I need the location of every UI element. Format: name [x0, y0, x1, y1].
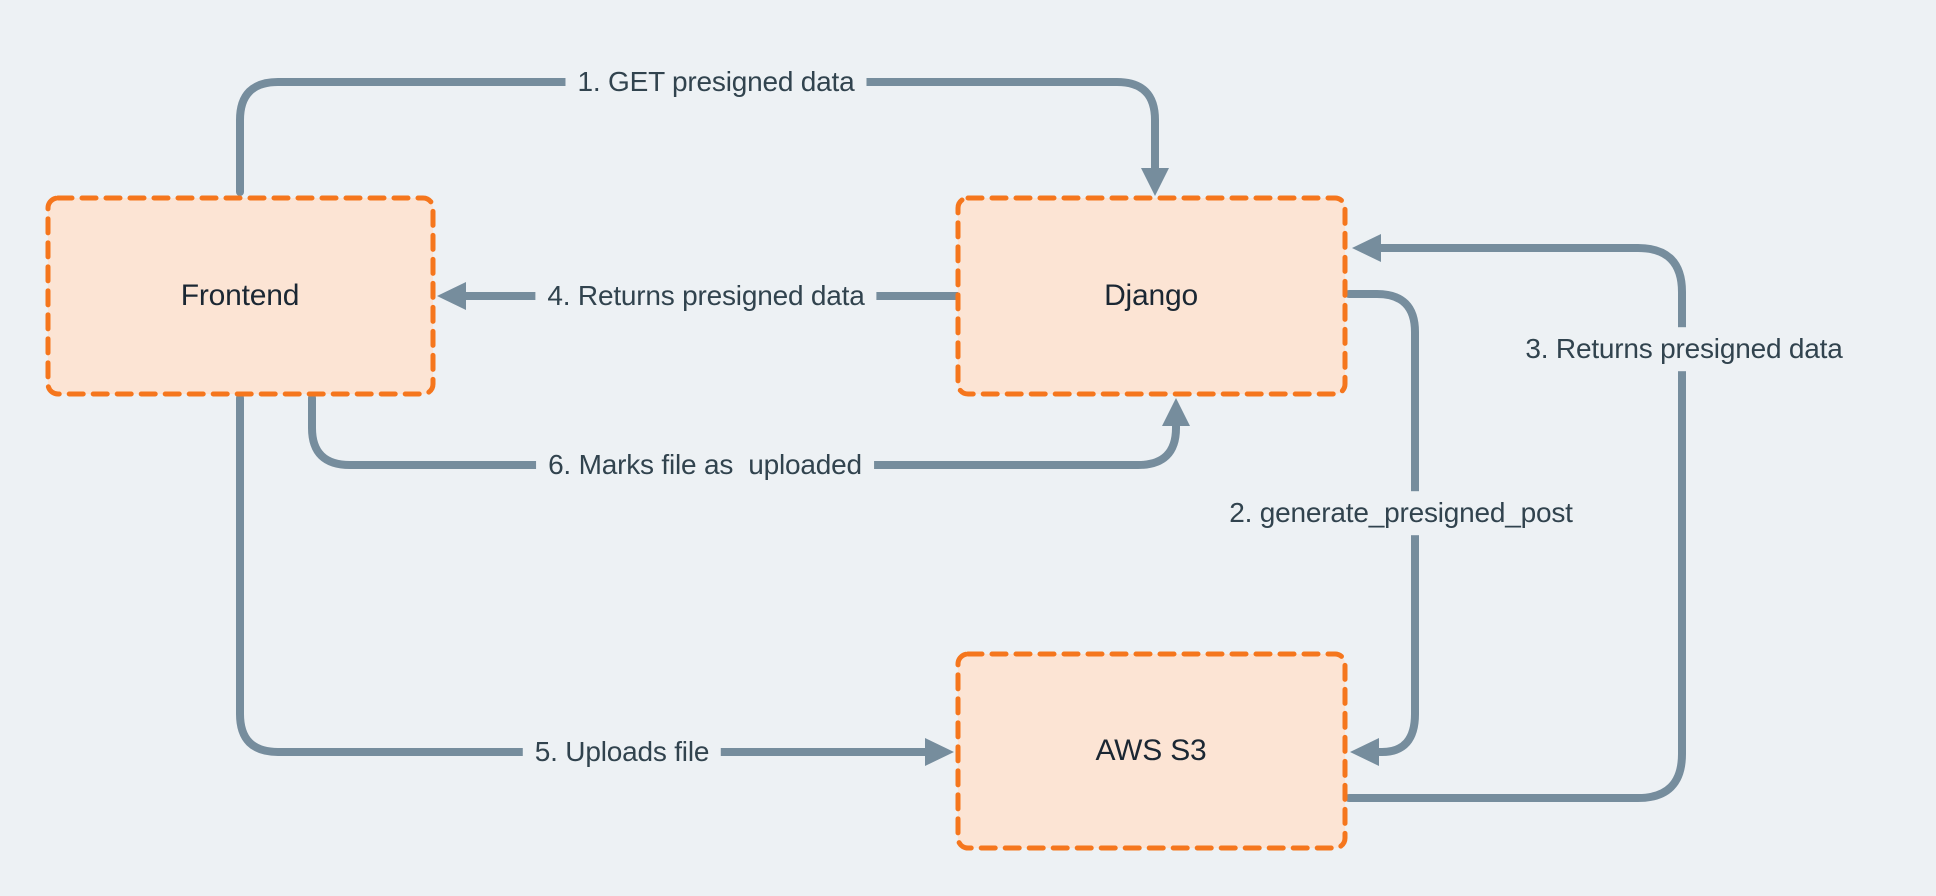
arrow-4-head-left-icon	[437, 282, 466, 310]
aws-s3-node-box	[955, 651, 1348, 851]
arrow-6-label: 6. Marks file as uploaded	[536, 443, 874, 487]
nodes-layer	[45, 195, 1348, 851]
frontend-node-label: Frontend	[180, 279, 300, 312]
arrow-1-head-down-icon	[1141, 168, 1169, 196]
arrow-2-head-left-icon	[1350, 738, 1379, 766]
arrow-3-returns-presigned-data	[1345, 244, 1686, 802]
aws-s3-node-label: AWS S3	[1095, 734, 1207, 767]
arrow-3-label: 3. Returns presigned data	[1513, 327, 1855, 371]
arrow-5-head-right-icon	[925, 738, 954, 766]
arrow-5-uploads-file	[236, 394, 930, 756]
arrow-5-label: 5. Uploads file	[522, 730, 722, 774]
arrow-6-head-up-icon	[1162, 398, 1190, 426]
frontend-node-box	[45, 195, 436, 397]
arrow-3-head-left-icon	[1352, 234, 1381, 262]
arrow-2-label: 2. generate_presigned_post	[1217, 491, 1585, 535]
arrow-1-label: 1. GET presigned data	[565, 60, 867, 104]
django-node-box	[955, 195, 1348, 397]
django-node-label: Django	[1104, 279, 1198, 312]
arrow-4-label: 4. Returns presigned data	[535, 274, 877, 318]
